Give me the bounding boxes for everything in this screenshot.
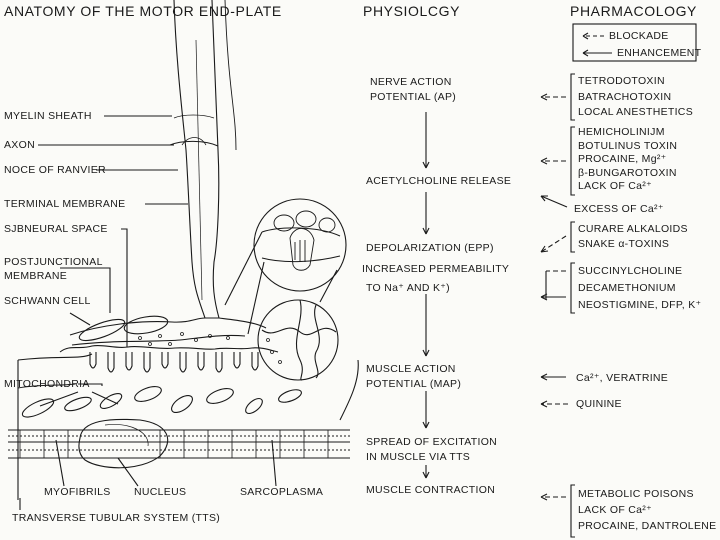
label-sarcoplasma: SARCOPLASMA xyxy=(240,486,324,498)
step-spread-line1: SPREAD OF EXCITATION xyxy=(366,436,498,448)
step-depolarization-line3: TO Na⁺ AND K⁺) xyxy=(366,282,450,294)
label-postjunctional: POSTJUNCTIONAL xyxy=(4,256,103,268)
drug-item: METABOLIC POISONS xyxy=(578,488,694,500)
drug-item: SUCCINYLCHOLINE xyxy=(578,265,683,277)
drug-item: DECAMETHONIUM xyxy=(578,282,676,294)
label-nucleus: NUCLEUS xyxy=(134,486,187,498)
drug-item: LOCAL ANESTHETICS xyxy=(578,106,693,118)
step-depolarization-line2: INCREASED PERMEABILITY xyxy=(362,263,510,275)
legend-enhancement-label: ENHANCEMENT xyxy=(617,47,702,59)
label-membrane: MEMBRANE xyxy=(4,270,68,282)
drug-group-depolarization-block: CURARE ALKALOIDS SNAKE α-TOXINS xyxy=(578,222,688,252)
step-ach-release: ACETYLCHOLINE RELEASE xyxy=(366,175,512,187)
label-schwann-cell: SCHWANN CELL xyxy=(4,295,91,307)
drug-group-contraction: METABOLIC POISONS LACK OF Ca²⁺ PROCAINE,… xyxy=(578,486,716,534)
drug-item: SNAKE α-TOXINS xyxy=(578,238,670,250)
label-transverse-tubular-system: TRANSVERSE TUBULAR SYSTEM (TTS) xyxy=(12,512,221,524)
physiology-header: PHYSIOLCGY xyxy=(363,3,461,19)
drug-item: PROCAINE, Mg²⁺ xyxy=(578,153,667,165)
drug-item: NEOSTIGMINE, DFP, K⁺ xyxy=(578,299,702,311)
drug-excess-calcium: EXCESS OF Ca²⁺ xyxy=(574,203,664,215)
label-myofibrils: MYOFIBRILS xyxy=(44,486,111,498)
drug-item: β-BUNGAROTOXIN xyxy=(578,166,677,179)
step-map-line2: POTENTIAL (MAP) xyxy=(366,378,462,390)
step-map-line1: MUSCLE ACTION xyxy=(366,363,456,375)
label-subneural-space: SJBNEURAL SPACE xyxy=(4,223,108,235)
drug-group-ach-release: HEMICHOLINIJM BOTULINUS TOXIN PROCAINE, … xyxy=(578,126,677,194)
drug-group-depolarizing-agents: SUCCINYLCHOLINE DECAMETHONIUM NEOSTIGMIN… xyxy=(578,263,701,314)
drug-calcium-veratrine: Ca²⁺, VERATRINE xyxy=(576,372,669,384)
drug-item: LACK OF Ca²⁺ xyxy=(578,180,652,192)
drug-item: PROCAINE, DANTROLENE xyxy=(578,520,717,532)
step-spread-line2: IN MUSCLE VIA TTS xyxy=(366,451,471,463)
step-depolarization-line1: DEPOLARIZATION (EPP) xyxy=(366,242,494,254)
label-axon: AXON xyxy=(4,139,35,151)
drug-group-nerve-ap: TETRODOTOXIN BATRACHOTOXIN LOCAL ANESTHE… xyxy=(578,74,693,121)
anatomy-header: ANATOMY OF THE MOTOR END-PLATE xyxy=(4,3,282,19)
drug-item: BATRACHOTOXIN xyxy=(578,90,672,103)
label-terminal-membrane: TERMINAL MEMBRANE xyxy=(4,198,126,210)
pharmacology-header: PHARMACOLOGY xyxy=(570,3,697,19)
drug-quinine: QUININE xyxy=(576,398,622,410)
step-muscle-contraction: MUSCLE CONTRACTION xyxy=(366,484,496,496)
legend-box xyxy=(572,23,697,62)
drug-item: LACK OF Ca²⁺ xyxy=(578,504,652,516)
drug-item: HEMICHOLINIJM xyxy=(578,126,665,138)
legend-blockade-label: BLOCKADE xyxy=(609,30,669,42)
label-mitochondria: MITOCHONDRIA xyxy=(4,378,90,390)
step-nerve-ap-line2: POTENTIAL (AP) xyxy=(370,91,457,103)
drug-item: TETRODOTOXIN xyxy=(578,75,665,87)
label-myelin-sheath: MYELIN SHEATH xyxy=(4,110,92,122)
drug-item: CURARE ALKALOIDS xyxy=(578,223,688,235)
step-nerve-ap-line1: NERVE ACTION xyxy=(370,76,452,88)
drug-item: BOTULINUS TOXIN xyxy=(578,139,678,152)
label-node-of-ranvier: NOCE OF RANVIER xyxy=(4,164,106,176)
